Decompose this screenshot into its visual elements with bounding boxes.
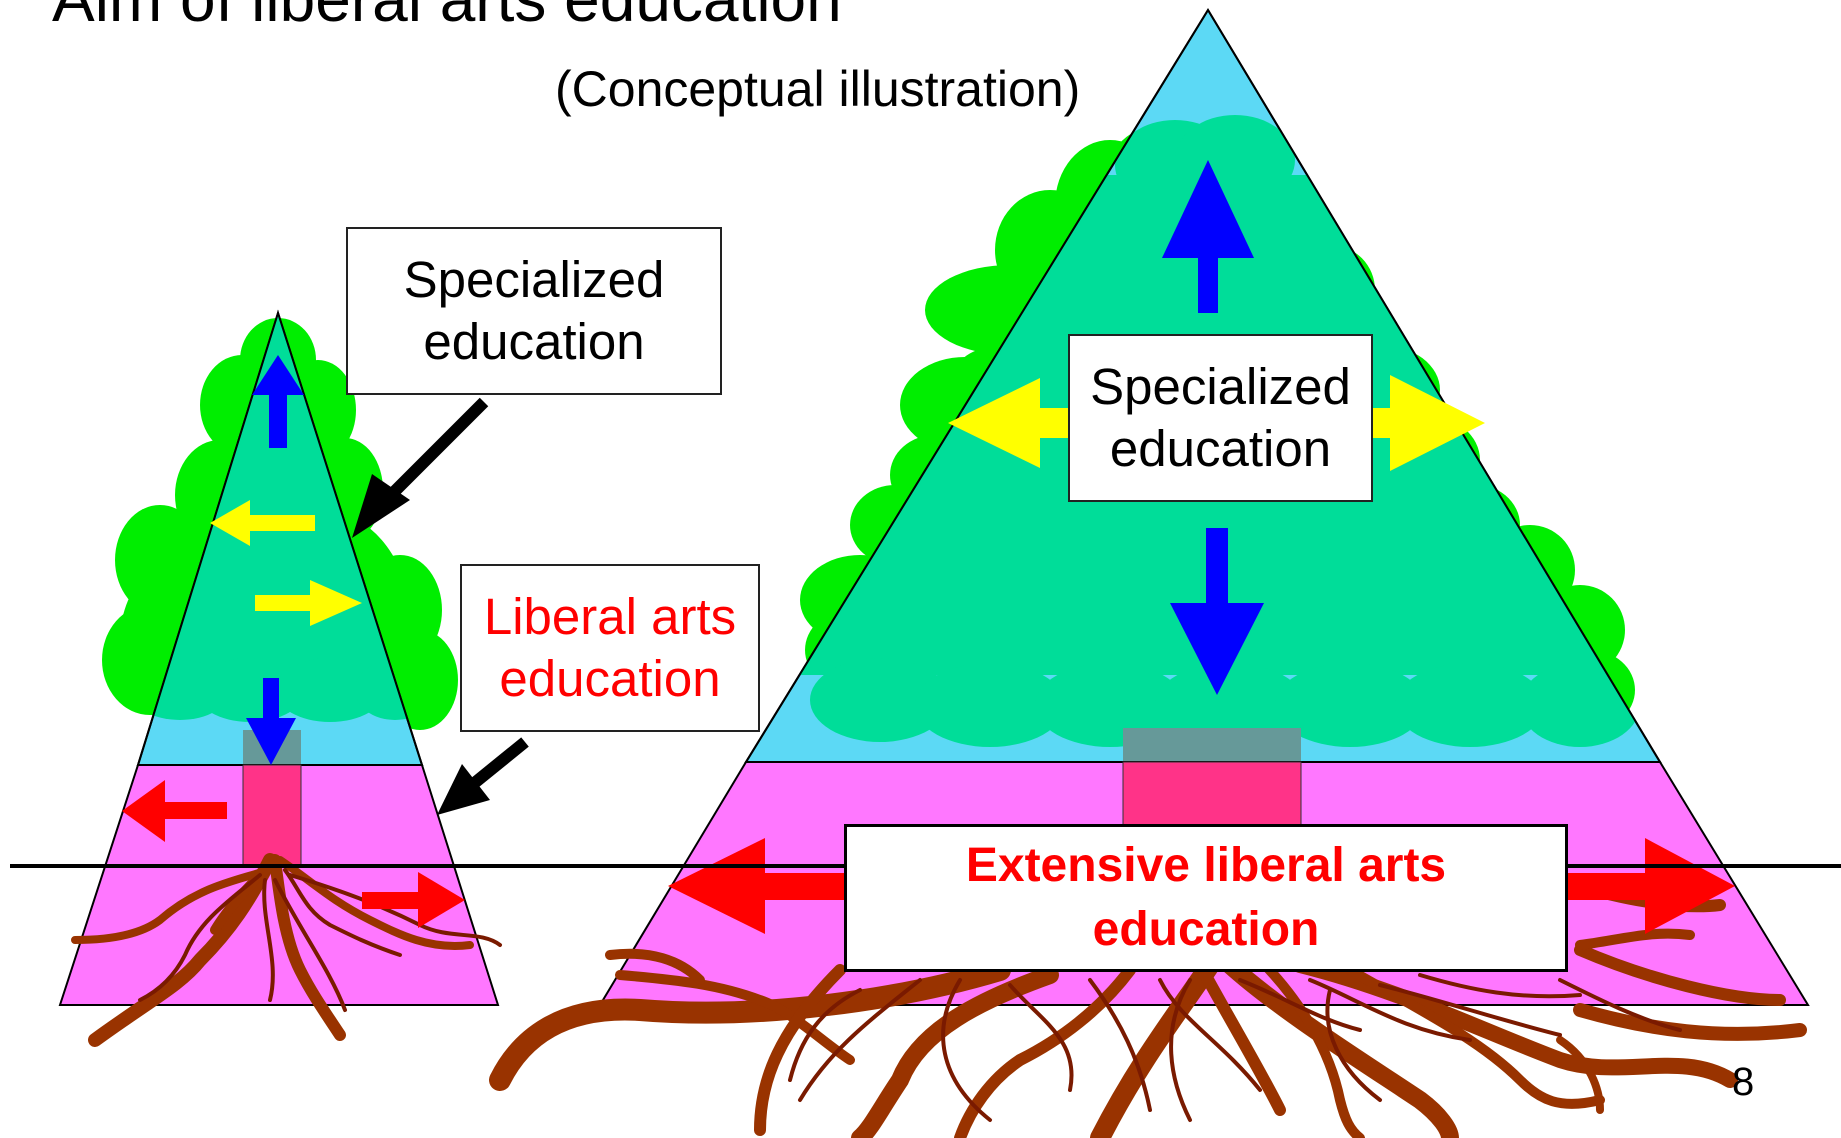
small-tree-down-arrow bbox=[246, 678, 296, 765]
small-tree-liberal-arts-line2: education bbox=[499, 650, 721, 707]
small-tree-specialized-line1: Specialized bbox=[403, 251, 665, 308]
small-tree-top-pointer bbox=[352, 397, 489, 538]
small-tree-left-arrow bbox=[210, 500, 315, 546]
small-tree-up-arrow bbox=[252, 355, 304, 448]
large-tree-right-root-arrow bbox=[1565, 838, 1735, 934]
small-tree bbox=[58, 309, 502, 1047]
large-tree-trunk-upper bbox=[1123, 728, 1301, 762]
page-subtitle: (Conceptual illustration) bbox=[555, 61, 1081, 117]
page-number: 8 bbox=[1732, 1060, 1755, 1104]
small-tree-right-arrow bbox=[255, 580, 362, 626]
large-tree-extensive-line2: education bbox=[1092, 903, 1320, 956]
large-tree-roots bbox=[489, 874, 1807, 1138]
large-tree-specialized-line1: Specialized bbox=[1090, 358, 1351, 415]
small-tree-specialized-line2: education bbox=[423, 313, 645, 370]
large-tree-down-arrow bbox=[1170, 528, 1264, 695]
page-title: Aim of liberal arts education bbox=[52, 0, 842, 36]
small-tree-bottom-pointer bbox=[437, 737, 529, 815]
large-tree-specialized-line2: education bbox=[1109, 420, 1332, 477]
small-tree-specialized-box: Specialized education bbox=[346, 227, 722, 395]
small-tree-roots bbox=[71, 853, 502, 1047]
large-tree-left-root-arrow bbox=[668, 838, 848, 934]
large-tree-specialized-box: Specialized education bbox=[1068, 334, 1373, 502]
large-tree-extensive-liberal-arts-box: Extensive liberal arts education bbox=[844, 824, 1568, 972]
large-tree-up-arrow bbox=[1162, 160, 1254, 313]
small-tree-liberal-arts-box: Liberal arts education bbox=[460, 564, 760, 732]
large-tree-extensive-line1: Extensive liberal arts bbox=[965, 839, 1447, 892]
small-tree-right-root-arrow bbox=[362, 872, 465, 928]
small-tree-left-root-arrow bbox=[122, 780, 227, 842]
small-tree-liberal-arts-line1: Liberal arts bbox=[483, 588, 737, 645]
small-tree-trunk bbox=[242, 764, 302, 866]
